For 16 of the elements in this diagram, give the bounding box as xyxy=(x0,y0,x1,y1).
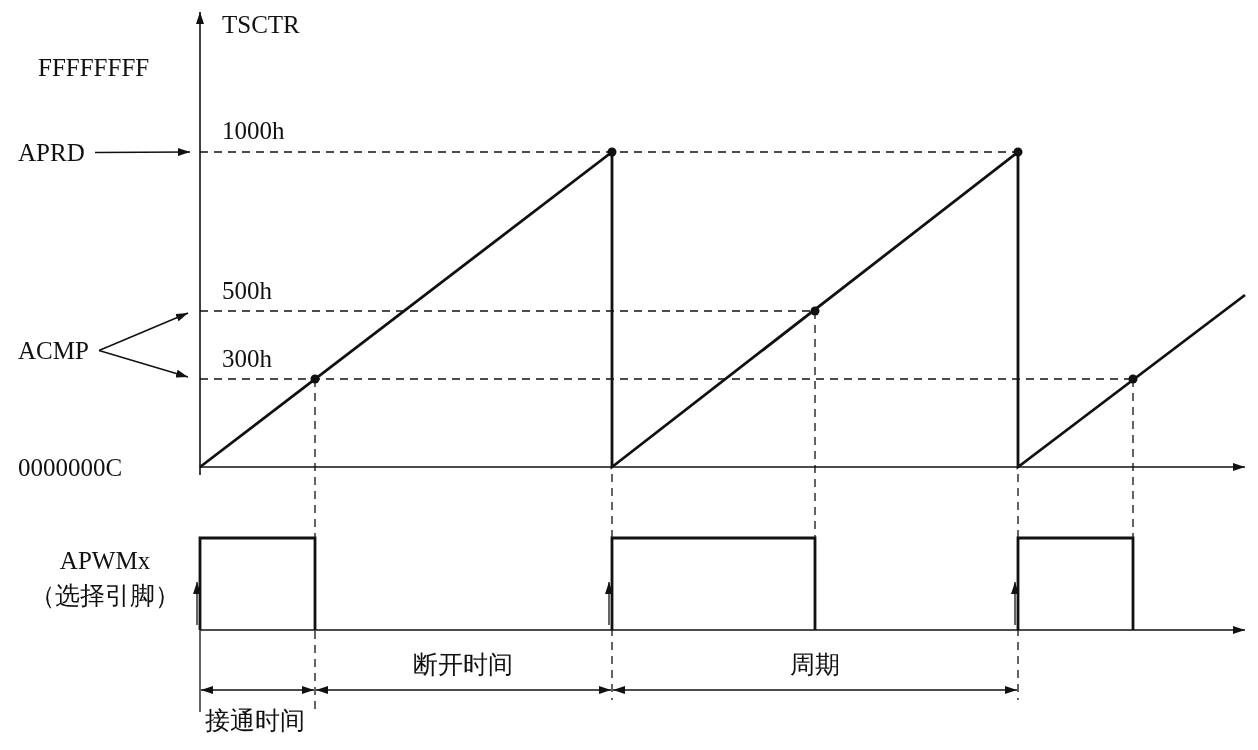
signal-label: ACMP xyxy=(18,338,89,363)
axis-label: 500h xyxy=(222,278,272,303)
arrow xyxy=(94,148,191,157)
axis-label: 断开时间 xyxy=(413,652,513,677)
axis-label: 接通时间 xyxy=(205,708,305,733)
signal-label: APRD xyxy=(18,140,85,165)
axis-label: 0000000C xyxy=(18,455,123,480)
axis-label: TSCTR xyxy=(222,12,300,37)
arrow xyxy=(98,349,189,378)
axis-label: 300h xyxy=(222,346,272,371)
axis-label: 周期 xyxy=(790,652,840,677)
axis-label: 1000h xyxy=(222,118,285,143)
axis-label: APWMx xyxy=(59,548,151,573)
axis-label: （选择引脚） xyxy=(30,583,180,608)
axis-label: FFFFFFFF xyxy=(38,55,150,80)
arrow xyxy=(98,312,189,352)
